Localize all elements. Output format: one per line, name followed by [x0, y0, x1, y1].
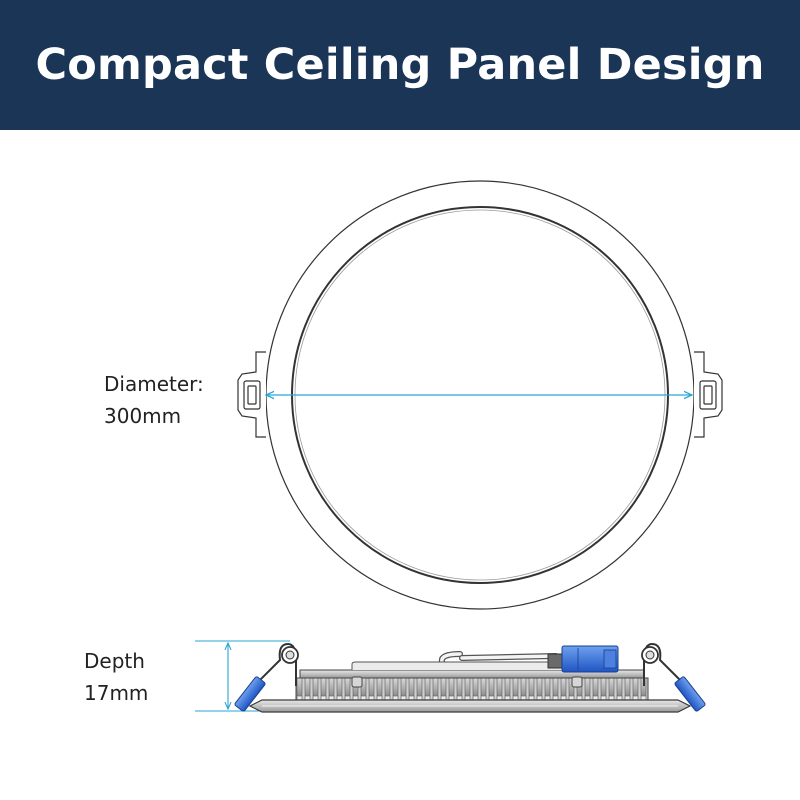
title-banner: Compact Ceiling Panel Design	[0, 0, 800, 130]
diameter-label: Diameter:	[104, 372, 204, 396]
left-spring-side	[234, 642, 299, 712]
depth-label: Depth	[84, 649, 145, 673]
depth-value: 17mm	[84, 681, 149, 705]
driver-connector	[547, 645, 619, 673]
left-spring-clip	[237, 351, 266, 438]
diameter-annotation: Diameter: 300mm	[104, 368, 204, 432]
right-spring-side	[641, 642, 706, 712]
diameter-value: 300mm	[104, 404, 182, 428]
depth-annotation: Depth 17mm	[84, 645, 148, 709]
panel-side-view	[248, 645, 692, 713]
right-spring-clip	[694, 351, 723, 438]
page-title: Compact Ceiling Panel Design	[35, 40, 765, 90]
